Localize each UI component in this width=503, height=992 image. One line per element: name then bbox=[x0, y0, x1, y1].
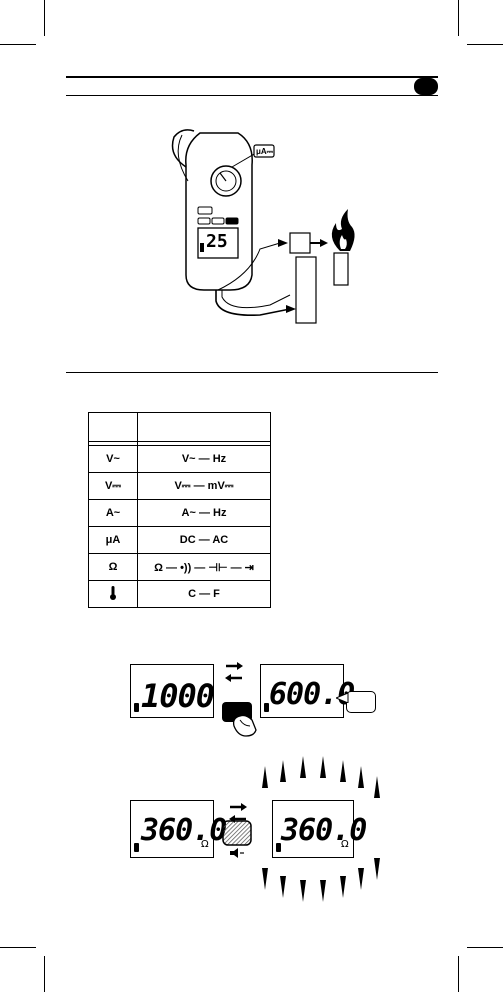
light-ray bbox=[358, 766, 364, 788]
clamp-jaw bbox=[171, 129, 195, 168]
battery-icon bbox=[134, 703, 139, 712]
flame-icon bbox=[331, 209, 355, 251]
mode-button-callout bbox=[253, 144, 275, 158]
table-row: Ω Ω — •)) — ⊣⊢ — ⇥ bbox=[88, 553, 271, 581]
probe-adapter bbox=[289, 232, 311, 254]
hand-press-icon bbox=[232, 714, 257, 737]
beep-icon bbox=[230, 848, 244, 858]
range-lcd-right: 600.0 bbox=[260, 664, 355, 718]
crop-mark bbox=[0, 44, 36, 45]
light-ray bbox=[374, 858, 380, 880]
mode-values: C — F bbox=[137, 580, 271, 608]
light-ray bbox=[340, 876, 346, 898]
light-ray bbox=[280, 760, 286, 782]
light-ray bbox=[262, 766, 268, 788]
crop-mark bbox=[458, 0, 459, 36]
table-row: C — F bbox=[88, 580, 271, 608]
crop-mark bbox=[44, 0, 45, 36]
mode-values: A~ — Hz bbox=[137, 499, 271, 527]
crop-mark bbox=[467, 44, 503, 45]
probe-lead bbox=[215, 290, 291, 317]
backlight-button[interactable] bbox=[222, 820, 252, 846]
light-ray bbox=[358, 868, 364, 890]
crop-mark bbox=[458, 956, 459, 992]
light-ray bbox=[320, 756, 326, 778]
crop-mark bbox=[44, 956, 45, 992]
meter-lcd bbox=[197, 227, 239, 259]
mode-key: V⎓ bbox=[88, 472, 138, 500]
candle bbox=[333, 252, 349, 286]
range-right-reading: 600.0 bbox=[269, 677, 355, 712]
table-row: A~ A~ — Hz bbox=[88, 499, 271, 527]
range-left-reading: 1000 bbox=[141, 677, 215, 715]
header-rule-bottom bbox=[66, 95, 438, 96]
probe-lead bbox=[221, 290, 291, 309]
light-ray bbox=[374, 776, 380, 798]
light-ray bbox=[340, 760, 346, 782]
light-ray bbox=[280, 876, 286, 898]
mode-key: V~ bbox=[88, 445, 138, 473]
mode-button-callout-label: μA⎓ bbox=[256, 147, 274, 156]
mode-key: μA bbox=[88, 526, 138, 554]
range-lcd-left: 1000 bbox=[130, 664, 215, 718]
ohm-unit: Ω bbox=[341, 839, 349, 850]
battery-icon bbox=[264, 703, 269, 712]
auto-range-callout bbox=[346, 691, 376, 713]
crop-mark bbox=[467, 947, 503, 948]
language-badge bbox=[414, 78, 438, 95]
meter-lcd-reading: 25 bbox=[206, 231, 228, 252]
ohm-unit: Ω bbox=[201, 839, 209, 850]
meter-body bbox=[185, 132, 253, 291]
mode-key: A~ bbox=[88, 499, 138, 527]
battery-icon bbox=[276, 843, 281, 852]
hold-right-reading: 360.0 bbox=[281, 813, 367, 848]
hold-lcd-left: 360.0 Ω bbox=[130, 800, 227, 858]
mode-values: V⎓ — mV⎓ bbox=[137, 472, 271, 500]
hold-lcd-right: 360.0 Ω bbox=[272, 800, 367, 858]
table-row: V~ V~ — Hz bbox=[88, 445, 271, 473]
mode-key: Ω bbox=[88, 553, 138, 581]
light-ray bbox=[300, 880, 306, 902]
hold-left-reading: 360.0 bbox=[141, 813, 227, 848]
function-table: V~ V~ — Hz V⎓ V⎓ — mV⎓ A~ A~ — Hz μA DC … bbox=[88, 412, 271, 608]
section-rule bbox=[66, 372, 438, 373]
mode-values: DC — AC bbox=[137, 526, 271, 554]
mode-values: Ω — •)) — ⊣⊢ — ⇥ bbox=[137, 553, 271, 581]
light-ray bbox=[320, 880, 326, 902]
light-ray bbox=[300, 756, 306, 778]
thermometer-icon bbox=[88, 580, 138, 608]
battery-icon bbox=[134, 843, 139, 852]
clamp-meter-illustration bbox=[171, 129, 355, 324]
temperature-adapter bbox=[295, 256, 317, 324]
callout-pointer bbox=[336, 693, 349, 703]
light-ray bbox=[262, 868, 268, 890]
mode-values: V~ — Hz bbox=[137, 445, 271, 473]
header-rule-top bbox=[66, 76, 438, 78]
crop-mark bbox=[0, 947, 36, 948]
table-row: V⎓ V⎓ — mV⎓ bbox=[88, 472, 271, 500]
swap-arrows-icon bbox=[225, 662, 243, 682]
table-row: μA DC — AC bbox=[88, 526, 271, 554]
